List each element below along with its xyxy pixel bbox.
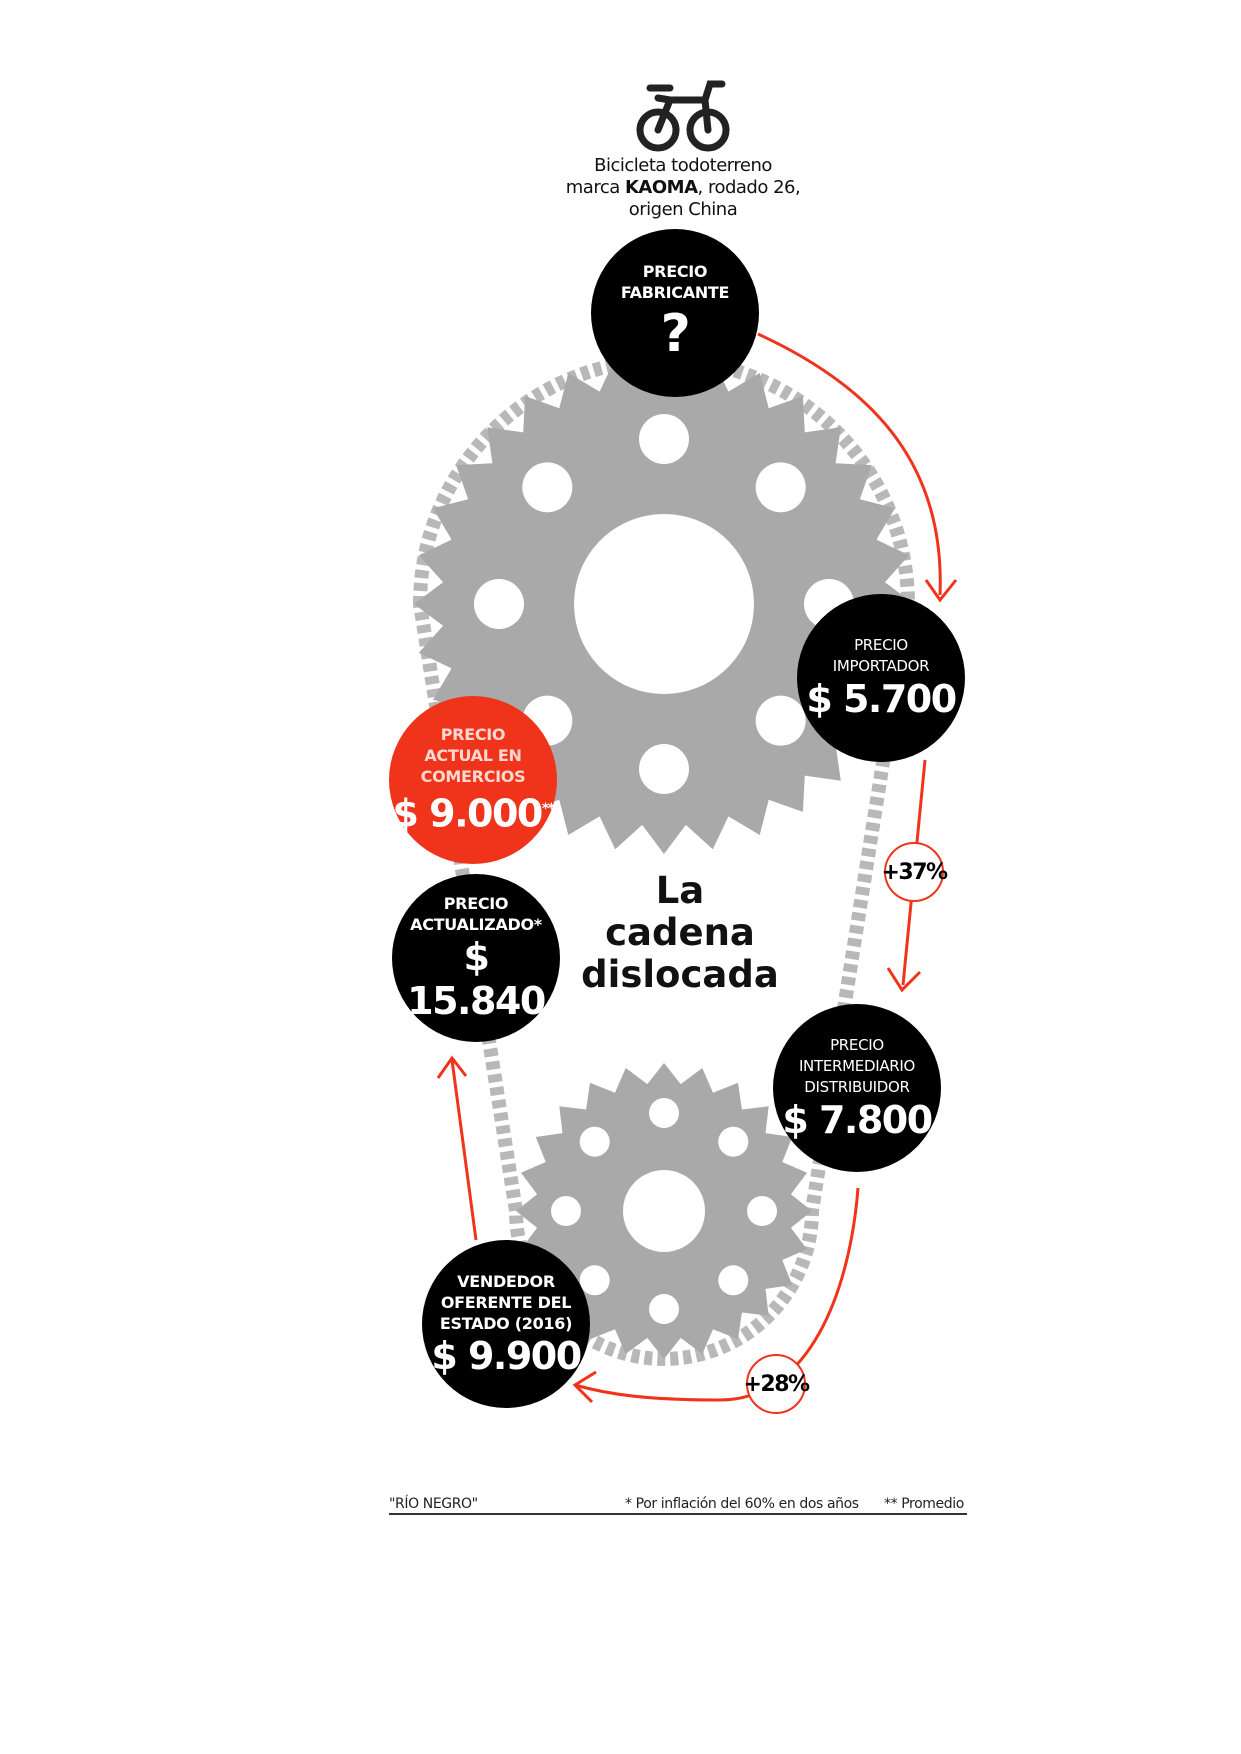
footnote-inflation: * Por inflación del 60% en dos años [625, 1496, 859, 1512]
stage-actualizado: PRECIO ACTUALIZADO* $ 15.840 [392, 874, 560, 1042]
bicycle-icon [636, 80, 730, 152]
chain-links [412, 353, 916, 1366]
increase-badge-37: +37% [881, 842, 948, 902]
small-sprocket [516, 1063, 812, 1359]
footnote-average: ** Promedio [884, 1496, 964, 1512]
footer-divider [389, 1513, 967, 1515]
stage-importador: PRECIO IMPORTADOR $ 5.700 [797, 594, 965, 762]
product-description: Bicicleta todoterreno marca KAOMA, rodad… [530, 155, 836, 221]
product-line-2: marca KAOMA, rodado 26, [565, 177, 801, 198]
source-credit: "RÍO NEGRO" [389, 1496, 478, 1512]
stage-vendedor: VENDEDOR OFERENTE DEL ESTADO (2016) $ 9.… [422, 1240, 590, 1408]
stage-intermediario: PRECIO INTERMEDIARIO DISTRIBUIDOR $ 7.80… [773, 1004, 941, 1172]
product-line-1: Bicicleta todoterreno [594, 155, 772, 176]
stage-comercios: PRECIO ACTUAL EN COMERCIOS $ 9.000** [389, 696, 557, 864]
bicycle-chain [412, 353, 916, 1366]
product-line-3: origen China [628, 199, 738, 220]
brand-name: KAOMA [624, 177, 698, 198]
stage-fabricante: PRECIO FABRICANTE ? [591, 229, 759, 397]
increase-badge-28: +28% [743, 1354, 810, 1414]
